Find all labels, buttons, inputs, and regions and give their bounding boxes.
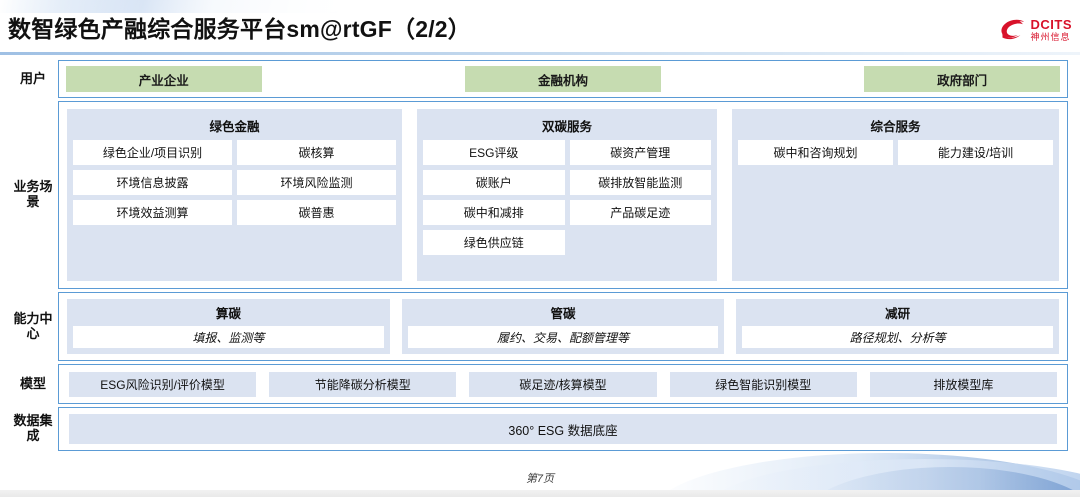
user-chip-financial[interactable]: 金融机构 <box>465 66 661 92</box>
scene-item[interactable]: 绿色企业/项目识别 <box>73 140 232 165</box>
model-chip[interactable]: 排放模型库 <box>869 371 1058 397</box>
scene-item[interactable]: 碳账户 <box>423 170 565 195</box>
scene-item[interactable]: ESG评级 <box>423 140 565 165</box>
row-body-data-integration: 360° ESG 数据底座 <box>58 407 1068 451</box>
slide-header: 数智绿色产融综合服务平台sm@rtGF（2/2） DCITS 神州信息 <box>0 8 1080 55</box>
user-chip-industry[interactable]: 产业企业 <box>66 66 262 92</box>
row-body-model: ESG风险识别/评价模型 节能降碳分析模型 碳足迹/核算模型 绿色智能识别模型 … <box>58 364 1068 404</box>
scene-column-filler <box>423 255 711 273</box>
architecture-diagram: 用户 产业企业 金融机构 政府部门 业务场景 绿色金融 绿色企业/项目识别 碳核… <box>8 60 1068 454</box>
row-model: 模型 ESG风险识别/评价模型 节能降碳分析模型 碳足迹/核算模型 绿色智能识别… <box>8 364 1068 404</box>
capability-column-manage[interactable]: 管碳 履约、交易、配额管理等 <box>401 299 725 354</box>
scene-title-green-finance: 绿色金融 <box>209 120 260 134</box>
logo-cn: 神州信息 <box>1030 32 1071 42</box>
scene-item[interactable]: 环境效益测算 <box>73 200 232 225</box>
model-chip[interactable]: 绿色智能识别模型 <box>669 371 857 397</box>
title-divider <box>0 52 1080 55</box>
scene-item[interactable]: 环境风险监测 <box>237 170 396 195</box>
user-chip-government[interactable]: 政府部门 <box>864 66 1060 92</box>
row-capability-center: 能力中心 算碳 填报、监测等 管碳 履约、交易、配额管理等 减研 路径规划、分析… <box>8 292 1068 361</box>
scene-column-dual-carbon: 双碳服务 ESG评级 碳资产管理 碳账户 碳排放智能监测 碳中和减排 产品碳足迹… <box>417 109 717 281</box>
scene-item[interactable]: 碳核算 <box>237 140 396 165</box>
scene-title-dual-carbon: 双碳服务 <box>541 120 592 134</box>
capability-title: 管碳 <box>550 307 576 321</box>
row-label-business-scenes: 业务场景 <box>13 179 53 209</box>
row-body-business-scenes: 绿色金融 绿色企业/项目识别 碳核算 环境信息披露 环境风险监测 环境效益测算 … <box>58 101 1068 289</box>
bottom-decoration <box>660 451 1080 491</box>
capability-column-reduce[interactable]: 减研 路径规划、分析等 <box>736 299 1060 354</box>
row-label-model: 模型 <box>19 375 46 391</box>
bottom-bar <box>0 490 1080 497</box>
scene-items-green-finance: 绿色企业/项目识别 碳核算 环境信息披露 环境风险监测 环境效益测算 碳普惠 <box>73 140 396 225</box>
logo-text: DCITS 神州信息 <box>1031 18 1073 42</box>
capability-subtitle: 路径规划、分析等 <box>742 326 1054 348</box>
model-chip[interactable]: 碳足迹/核算模型 <box>469 371 657 397</box>
row-label-data-integration: 数据集成 <box>13 413 53 443</box>
scene-item[interactable]: 碳普惠 <box>237 200 396 225</box>
page-number: 第7页 <box>525 473 555 485</box>
top-decoration <box>0 0 340 13</box>
scene-item[interactable]: 碳资产管理 <box>569 140 711 165</box>
scene-item[interactable]: 碳排放智能监测 <box>569 170 711 195</box>
scene-item[interactable]: 碳中和咨询规划 <box>738 140 893 165</box>
model-chip[interactable]: ESG风险识别/评价模型 <box>69 371 257 397</box>
scene-column-green-finance: 绿色金融 绿色企业/项目识别 碳核算 环境信息披露 环境风险监测 环境效益测算 … <box>67 109 402 281</box>
scene-item[interactable]: 绿色供应链 <box>423 230 565 255</box>
scene-column-comprehensive: 综合服务 碳中和咨询规划 能力建设/培训 <box>732 109 1059 281</box>
scene-item[interactable]: 环境信息披露 <box>73 170 232 195</box>
scene-item[interactable]: 产品碳足迹 <box>569 200 711 225</box>
scene-items-dual-carbon: ESG评级 碳资产管理 碳账户 碳排放智能监测 碳中和减排 产品碳足迹 绿色供应… <box>423 140 711 255</box>
scene-items-comprehensive: 碳中和咨询规划 能力建设/培训 <box>738 140 1053 165</box>
row-user: 用户 产业企业 金融机构 政府部门 <box>8 60 1068 98</box>
capability-title: 减研 <box>885 307 911 321</box>
capability-column-calculate[interactable]: 算碳 填报、监测等 <box>67 299 390 354</box>
scene-item[interactable]: 能力建设/培训 <box>898 140 1053 165</box>
scene-column-filler <box>73 225 396 273</box>
row-body-user: 产业企业 金融机构 政府部门 <box>58 60 1068 98</box>
scene-item[interactable]: 碳中和减排 <box>423 200 565 225</box>
model-chip[interactable]: 节能降碳分析模型 <box>269 371 457 397</box>
dcits-logo: DCITS 神州信息 <box>999 14 1073 46</box>
capability-subtitle: 履约、交易、配额管理等 <box>407 326 719 348</box>
scene-title-comprehensive: 综合服务 <box>870 120 921 134</box>
logo-en: DCITS <box>1030 17 1072 32</box>
data-foundation-chip[interactable]: 360° ESG 数据底座 <box>69 414 1057 444</box>
row-data-integration: 数据集成 360° ESG 数据底座 <box>8 407 1068 451</box>
capability-title: 算碳 <box>215 307 241 321</box>
row-label-user: 用户 <box>19 70 46 86</box>
scene-column-filler <box>738 165 1053 273</box>
row-body-capability-center: 算碳 填报、监测等 管碳 履约、交易、配额管理等 减研 路径规划、分析等 <box>58 292 1068 361</box>
capability-subtitle: 填报、监测等 <box>73 326 384 348</box>
dcits-swirl-icon <box>999 18 1026 42</box>
row-label-capability-center: 能力中心 <box>13 310 53 341</box>
row-business-scenes: 业务场景 绿色金融 绿色企业/项目识别 碳核算 环境信息披露 环境风险监测 环境… <box>8 101 1068 289</box>
page-title: 数智绿色产融综合服务平台sm@rtGF（2/2） <box>8 16 471 42</box>
